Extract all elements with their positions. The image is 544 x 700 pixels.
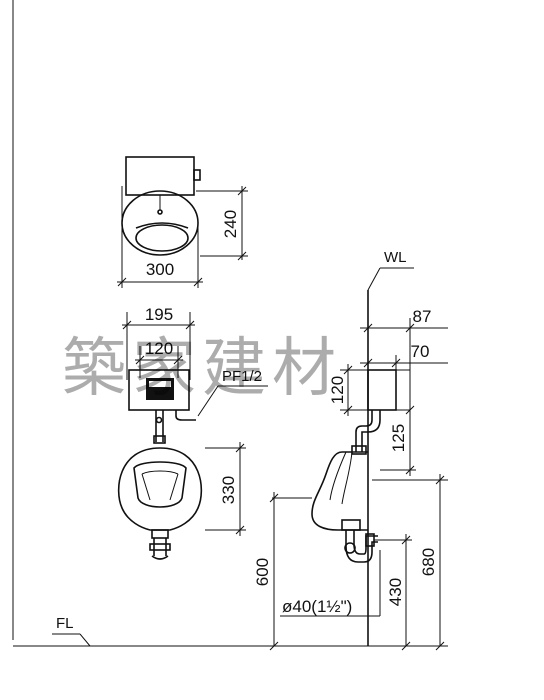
side-view: WL 87 70 120 125 xyxy=(253,249,448,651)
top-view-flush-box xyxy=(125,156,195,196)
front-width-195-label: 195 xyxy=(145,305,173,324)
floor-label: FL xyxy=(56,615,74,632)
side-height-125-label: 125 xyxy=(389,424,408,452)
top-view: 240 300 xyxy=(117,156,248,288)
front-urinal-bowl xyxy=(117,447,203,531)
side-depth-87-label: 87 xyxy=(413,307,432,326)
front-height-330-label: 330 xyxy=(219,476,238,504)
top-view-flush-knob xyxy=(193,169,201,181)
side-depth-70-label: 70 xyxy=(411,342,430,361)
front-view: 195 120 PF1/2 xyxy=(117,305,268,560)
front-width-120-label: 120 xyxy=(145,339,173,358)
side-outlet-label: ø40(1½") xyxy=(282,597,352,616)
top-view-bowl-opening xyxy=(135,224,189,252)
top-view-width-label: 300 xyxy=(146,260,174,279)
side-height-680-label: 680 xyxy=(419,548,438,576)
floor-line: FL xyxy=(13,615,272,647)
watermark-text: 築家建材 xyxy=(62,332,342,406)
side-height-430-label: 430 xyxy=(386,578,405,606)
side-flush-valve-box xyxy=(367,369,397,411)
front-flush-valve-box xyxy=(128,369,190,411)
side-urinal-body xyxy=(311,451,368,531)
front-inlet-label: PF1/2 xyxy=(222,368,262,385)
side-height-600-label: 600 xyxy=(253,558,272,586)
side-height-120-label: 120 xyxy=(328,376,347,404)
top-view-depth-label: 240 xyxy=(221,210,240,238)
wall-label: WL xyxy=(384,249,407,266)
